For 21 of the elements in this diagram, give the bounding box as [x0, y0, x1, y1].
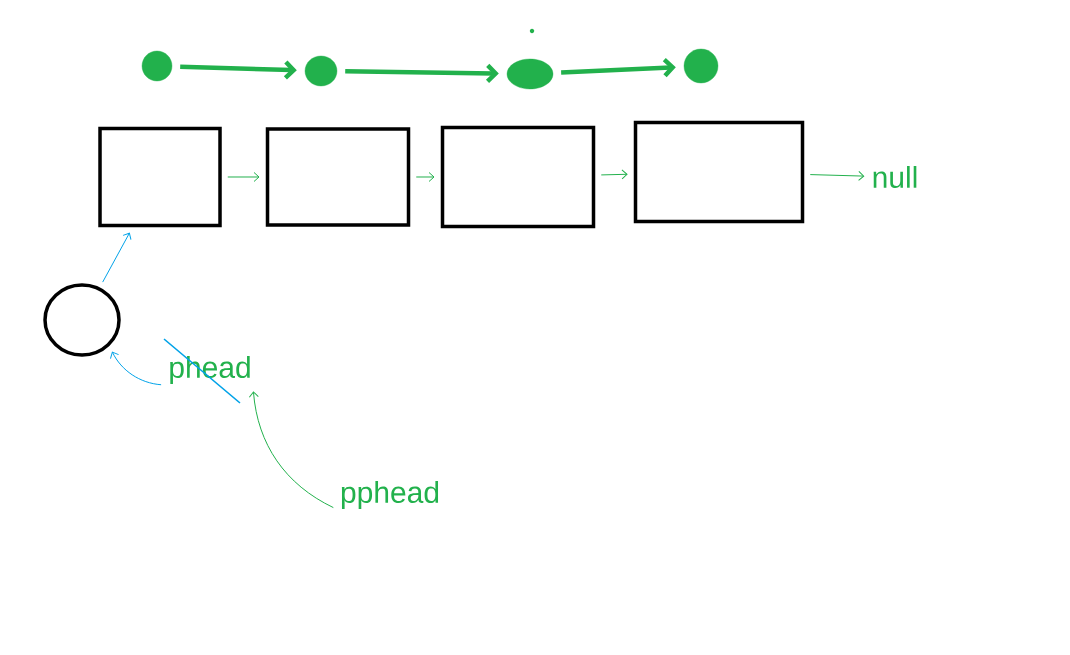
arrow	[415, 172, 435, 182]
arrow	[227, 172, 260, 182]
box	[440, 125, 596, 229]
box	[265, 127, 411, 227]
dot	[141, 50, 173, 82]
dot	[304, 55, 338, 87]
dot	[683, 48, 719, 84]
box	[633, 120, 805, 224]
arrow	[180, 60, 297, 80]
arrow	[600, 169, 628, 180]
dot	[506, 58, 554, 90]
arrow	[345, 63, 499, 83]
box	[98, 126, 222, 228]
arrow	[561, 58, 676, 78]
handwritten-label: null	[873, 166, 917, 188]
circle-outline	[43, 283, 121, 357]
arrow	[109, 351, 162, 386]
handwritten-label: pphead	[341, 481, 439, 509]
arrow	[248, 391, 334, 509]
arrow	[809, 170, 865, 181]
arrow	[102, 232, 132, 283]
